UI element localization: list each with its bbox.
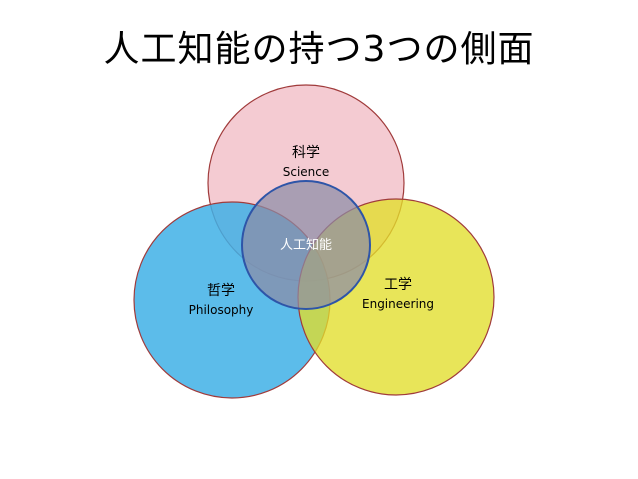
label-philosophy-en: Philosophy <box>189 303 254 317</box>
label-ai-center: 人工知能 <box>280 237 332 253</box>
circle-ai <box>241 180 371 310</box>
label-philosophy-jp: 哲学 <box>207 283 235 299</box>
label-science-en: Science <box>283 165 330 179</box>
label-engineering-jp: 工学 <box>384 277 412 293</box>
label-science-jp: 科学 <box>292 145 320 161</box>
label-engineering-en: Engineering <box>362 297 434 311</box>
slide-title: 人工知能の持つ3つの側面 <box>103 29 535 70</box>
